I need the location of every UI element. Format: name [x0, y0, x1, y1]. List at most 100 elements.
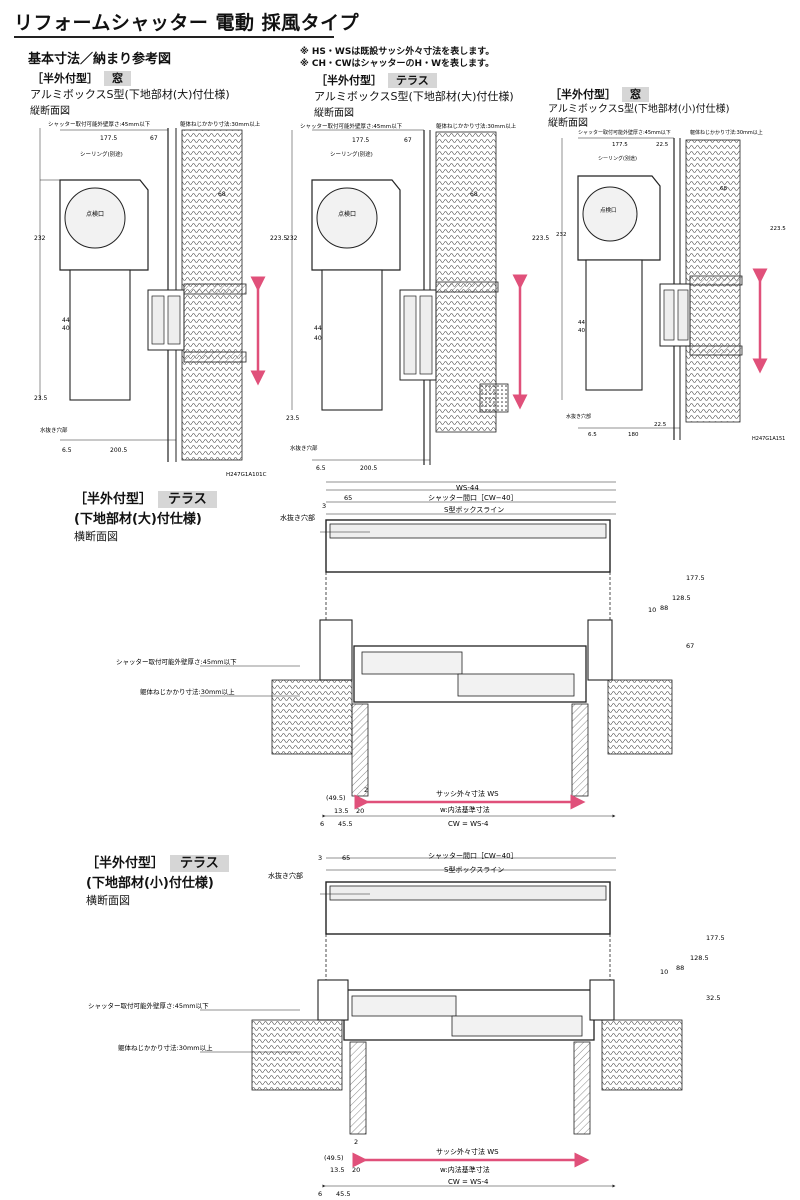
vs1-dim-67: 67: [150, 135, 158, 142]
vs3-dim-22b: 22.5: [654, 422, 667, 428]
vs2-seal-label: シーリング(別途): [330, 150, 373, 158]
vs1-wall-dim: シャッター取付可能外壁厚さ:45mm以下: [48, 120, 151, 128]
vs2-dim-200: 200.5: [360, 465, 377, 472]
hs2-d20: 20: [352, 1166, 360, 1174]
vs2-check-label: 点検口: [338, 210, 356, 218]
hs2-d2: 2: [354, 1138, 358, 1146]
hs2-d13: 13.5: [330, 1166, 344, 1174]
hs2-d45: 45.5: [336, 1190, 350, 1198]
vs3-seal-label: シーリング(別途): [598, 155, 637, 162]
hs1-wall: シャッター取付可能外壁厚さ:45mm以下: [116, 657, 237, 666]
hs1-insulation-left: [271, 679, 353, 755]
vs3-dim-232: 232: [556, 232, 567, 238]
vs3-dim-44: 44: [578, 320, 585, 326]
vs3-drain-label: 水抜き穴部: [566, 413, 591, 420]
vs1-type-tag: ［半外付型］窓: [30, 70, 131, 86]
note-ch-cw: ※ CH・CWはシャッターのH・Wを表します。: [300, 59, 495, 69]
vs2-dim-232: 232: [286, 235, 298, 242]
vs1-drain-label: 水抜き穴部: [40, 426, 68, 434]
hs2-screw: 躯体ねじかかり寸法:30mm以上: [118, 1043, 213, 1052]
hs2-insulation-left: [251, 1019, 343, 1091]
hs1-d13: 13.5: [334, 807, 348, 815]
vs1-subtitle: アルミボックスS型(下地部材(大)付仕様): [30, 88, 230, 101]
hs2-sash-label: サッシ外々寸法 WS: [436, 1147, 499, 1156]
vs2-dim-68: 68: [470, 191, 478, 198]
hs1-d65: 65: [344, 494, 352, 502]
hs2-insulation-right: [601, 1019, 683, 1091]
vs3-screw-dim: 躯体ねじかかり寸法:30mm以上: [690, 129, 763, 136]
hs1-drain: 水抜き穴部: [280, 513, 315, 522]
vs3-check-label: 点検口: [600, 206, 617, 214]
hs2-d128: 128.5: [690, 954, 709, 962]
vs2-drawing: [291, 129, 528, 465]
hs1-view: 横断面図: [74, 530, 118, 543]
vs2-subtitle: アルミボックスS型(下地部材(大)付仕様): [314, 90, 514, 103]
vs1-dim-200: 200.5: [110, 447, 127, 454]
vs1-dim-68: 68: [218, 191, 226, 198]
hs2-opening: シャッター間口［CW−40］: [428, 851, 518, 860]
vs3-dim-6: 6.5: [588, 432, 597, 438]
vs1-dim-44: 44: [62, 317, 70, 324]
vs3-dim-40: 40: [578, 328, 585, 334]
vs1-insulation: [181, 129, 243, 461]
vs2-dim-223: 223.5: [532, 235, 549, 242]
hs1-drawing: [200, 481, 673, 818]
hs1-ws44: WS-44: [456, 484, 479, 492]
hs2-d32: 32.5: [706, 994, 720, 1002]
hs2-d6: 6: [318, 1190, 322, 1198]
vs1-dim-23: 23.5: [34, 395, 48, 402]
vs2-view: 縦断面図: [314, 108, 354, 119]
horizontal-section-drawings: WS-44 シャッター間口［CW−40］ S型ボックスライン 水抜き穴部 シャッ…: [88, 481, 725, 1198]
hs1-d177: 177.5: [686, 574, 705, 582]
hs1-d128: 128.5: [672, 594, 691, 602]
hs1-screw: 躯体ねじかかり寸法:30mm以上: [140, 687, 235, 696]
vs3-type-tag: ［半外付型］窓: [548, 86, 649, 102]
vs3-dim-177: 177.5: [612, 142, 628, 148]
vs3-dim-68: 68: [720, 186, 727, 192]
hs1-d67: 67: [686, 642, 694, 650]
vs1-check-label: 点検口: [86, 210, 104, 218]
vs3-roll: [582, 186, 638, 242]
vs1-dim-232: 232: [34, 235, 46, 242]
vs2-dim-177: 177.5: [352, 137, 369, 144]
hs2-type-tag: ［半外付型］テラス: [86, 852, 229, 872]
hs2-inner-label: w:内法基準寸法: [440, 1165, 490, 1174]
hs2-view: 横断面図: [86, 894, 130, 907]
note-hs-ws: ※ HS・WSは既設サッシ外々寸法を表します。: [300, 47, 495, 57]
vs1-view: 縦断面図: [30, 106, 70, 117]
section-title: 基本寸法／納まり参考図: [28, 52, 172, 67]
title-underline: [14, 36, 334, 38]
hs1-insulation-right: [607, 679, 673, 755]
vs3-dim-180: 180: [628, 432, 639, 438]
vs3-drawing: [561, 137, 768, 440]
vs1-code: H247G1A101C: [226, 472, 267, 478]
hs2-d65: 65: [342, 854, 350, 862]
vs3-view: 縦断面図: [548, 118, 588, 129]
hs1-sash-label: サッシ外々寸法 WS: [436, 789, 499, 798]
vs2-dim-67: 67: [404, 137, 412, 144]
vs2-roll: [316, 187, 378, 249]
vs2-dim-23: 23.5: [286, 415, 300, 422]
vs3-subtitle: アルミボックスS型(下地部材(小)付仕様): [548, 104, 730, 115]
vs3-wall-dim: シャッター取付可能外壁厚さ:45mm以下: [578, 129, 671, 136]
hs2-drain: 水抜き穴部: [268, 871, 303, 880]
vs2-dim-40: 40: [314, 335, 322, 342]
vs1-drawing: [39, 128, 266, 462]
vs3-dim-22: 22.5: [656, 142, 669, 148]
vs2-wall-dim: シャッター取付可能外壁厚さ:45mm以下: [300, 122, 403, 130]
hs2-d49: (49.5): [324, 1154, 344, 1162]
vs1-screw-dim: 躯体ねじかかり寸法:30mm以上: [180, 120, 261, 128]
vs1-guide: [69, 269, 131, 401]
vs1-seal-label: シーリング(別途): [80, 150, 123, 158]
hs1-opening: シャッター間口［CW−40］: [428, 493, 518, 502]
vs2-dim-44: 44: [314, 325, 322, 332]
vs1-dim-40: 40: [62, 325, 70, 332]
hs2-d88: 88: [676, 964, 684, 972]
hs1-subtitle: (下地部材(大)付仕様): [74, 512, 202, 527]
hs1-d3: 3: [322, 502, 326, 510]
vertical-section-drawings: シャッター取付可能外壁厚さ:45mm以下 躯体ねじかかり寸法:30mm以上 シー…: [34, 120, 786, 478]
vs2-guide: [321, 269, 383, 411]
hs1-d2: 2: [364, 786, 368, 794]
hs2-subtitle: (下地部材(小)付仕様): [86, 876, 214, 891]
hs1-inner-label: w:内法基準寸法: [440, 805, 490, 814]
